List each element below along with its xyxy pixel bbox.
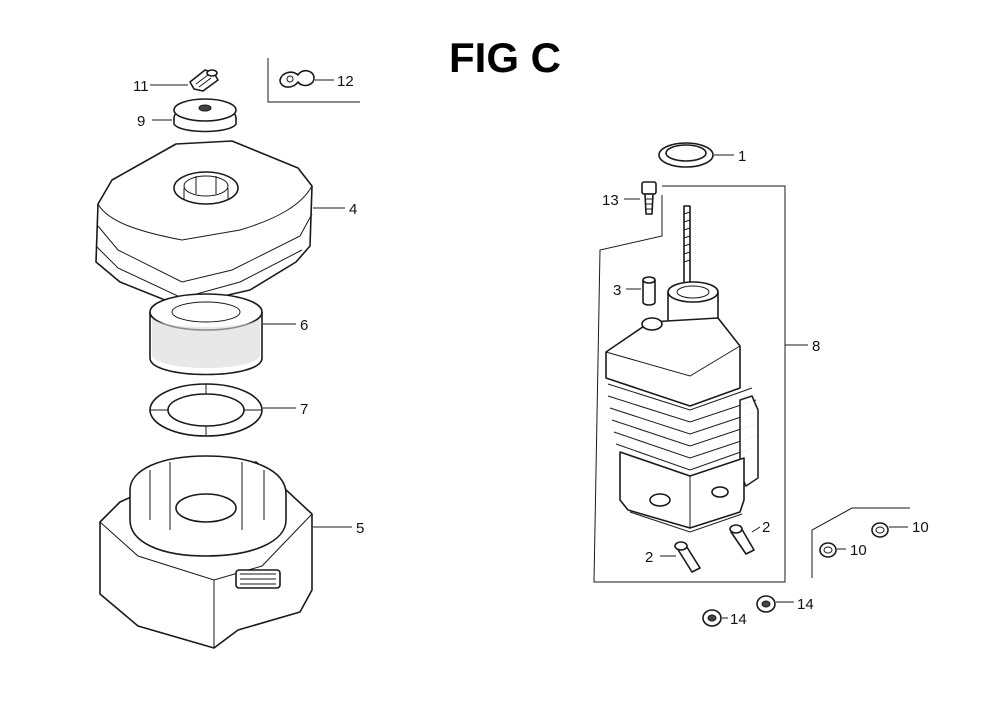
- callout-14a: 14: [730, 611, 747, 628]
- callout-8: 8: [812, 338, 820, 355]
- callout-6: 6: [300, 317, 308, 334]
- part-13-screw: [641, 181, 657, 215]
- callout-2a: 2: [762, 519, 770, 536]
- part-2-pin-b: [674, 541, 701, 573]
- leader-2a: [751, 526, 761, 533]
- callout-1: 1: [738, 148, 746, 165]
- callout-3: 3: [613, 282, 621, 299]
- callout-10b: 10: [850, 542, 867, 559]
- part-9-cap: [173, 98, 237, 133]
- part-4-cover: [95, 140, 313, 307]
- part-12-bracket-group: [267, 58, 360, 103]
- callout-12: 12: [337, 73, 354, 90]
- bracket-8: [593, 185, 786, 583]
- part-10-nut-b: [819, 542, 837, 558]
- part-14-nut-a: [702, 609, 722, 627]
- callout-9: 9: [137, 113, 145, 130]
- callout-5: 5: [356, 520, 364, 537]
- callout-11: 11: [133, 78, 149, 95]
- figure-title: FIG C: [449, 34, 561, 81]
- part-7-gasket: [149, 383, 263, 437]
- callout-14b: 14: [797, 596, 814, 613]
- part-2-pin-a: [729, 524, 755, 555]
- part-14-nut-b: [756, 595, 776, 613]
- bracket-10: [811, 507, 910, 578]
- part-5-case: [99, 455, 313, 649]
- callout-13: 13: [602, 192, 619, 209]
- part-8-cylinder: [605, 205, 759, 533]
- part-11-bolt: [189, 69, 219, 92]
- part-1-ring: [658, 142, 714, 168]
- callout-7: 7: [300, 401, 308, 418]
- callout-4: 4: [349, 201, 357, 218]
- part-10-nut-a: [871, 522, 889, 538]
- part-3-pin: [642, 276, 656, 306]
- callout-10a: 10: [912, 519, 929, 536]
- part-6-filter-element: [149, 293, 263, 376]
- callout-2b: 2: [645, 549, 653, 566]
